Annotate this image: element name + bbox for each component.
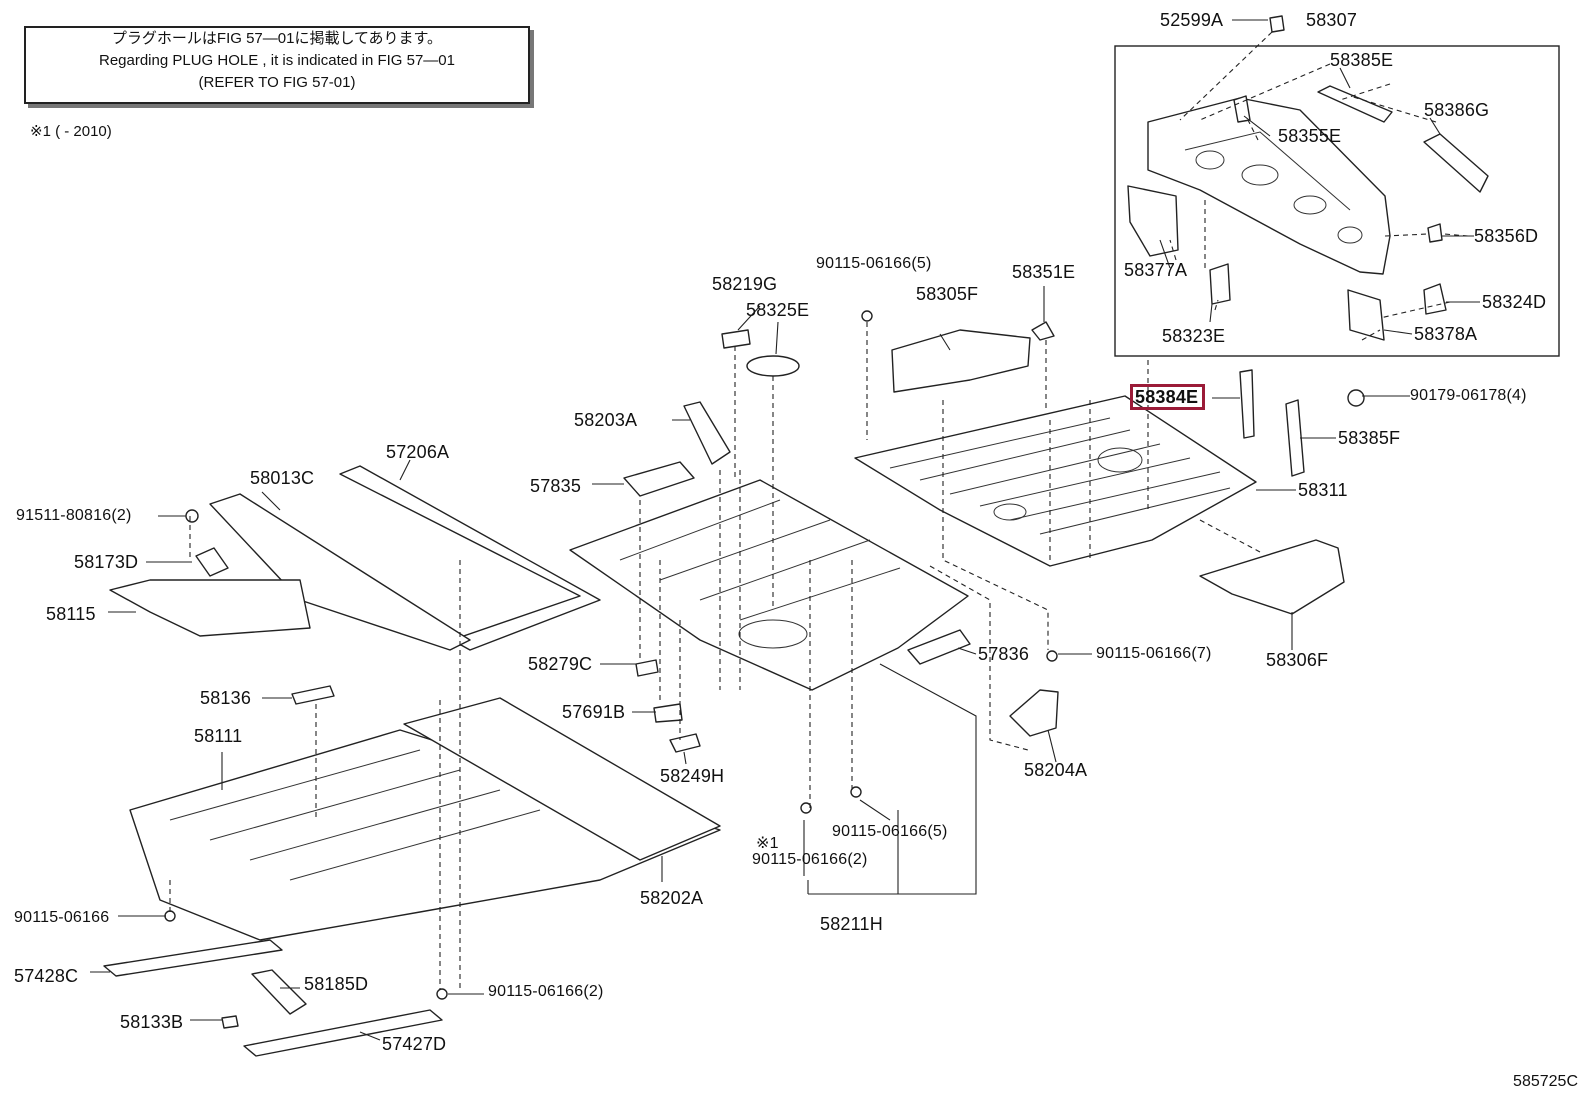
bracket-58385F [1285,399,1305,477]
bracket-58136 [291,685,335,705]
plug-hole-note: プラグホールはFIG 57―01に掲載してあります。 Regarding PLU… [24,26,530,104]
part-label-90115-06166-2-center[interactable]: 90115-06166(2) [752,851,868,868]
part-label-58385F[interactable]: 58385F [1338,428,1401,448]
bracket-58386G [1423,133,1489,193]
part-label-58115[interactable]: 58115 [46,604,96,624]
part-label-58378A[interactable]: 58378A [1414,324,1478,344]
part-label-58136[interactable]: 58136 [200,688,252,708]
bracket-58185D [251,969,307,1015]
part-label-90115-06166-5-bottom[interactable]: 90115-06166(5) [832,823,948,840]
part-label-58211H[interactable]: 58211H [820,914,883,934]
part-label-57206A[interactable]: 57206A [386,442,450,462]
bracket-58324D [1423,283,1447,315]
bolts [164,310,1058,1000]
bracket-58204A [1009,689,1059,737]
rear-panel-inset-frame [1114,45,1560,357]
part-label-58377A[interactable]: 58377A [1124,260,1188,280]
part-label-90115-06166-5-top[interactable]: 90115-06166(5) [816,255,932,272]
clip-58219G [721,329,751,349]
part-label-58249H[interactable]: 58249H [660,766,725,786]
part-label-57427D[interactable]: 57427D [382,1034,447,1054]
part-label-58385E[interactable]: 58385E [1330,50,1394,70]
note-line-english: Regarding PLUG HOLE , it is indicated in… [98,52,455,69]
clip-57691B [653,703,683,723]
part-label-58305F[interactable]: 58305F [916,284,979,304]
inset-leaders [1169,31,1469,341]
part-label-58279C[interactable]: 58279C [528,654,593,674]
part-label-58324D[interactable]: 58324D [1482,292,1547,312]
floor-panel-58202A [403,697,721,861]
part-label-57836[interactable]: 57836 [978,644,1030,664]
part-label-57428C[interactable]: 57428C [14,966,79,986]
part-label-58356D[interactable]: 58356D [1474,226,1539,246]
gusset-58378A [1347,289,1385,341]
part-label-58386G[interactable]: 58386G [1424,100,1490,120]
bracket-58173D [195,547,229,577]
reinforcement-58385E [1317,85,1393,123]
part-label-58204A[interactable]: 58204A [1024,760,1088,780]
part-label-58384E-highlighted[interactable]: 58384E [1130,384,1206,410]
rear-floor-pan-58311 [854,395,1257,567]
note-line-japanese: プラグホールはFIG 57―01に掲載してあります。 [111,30,443,47]
part-label-58173D[interactable]: 58173D [74,552,139,572]
note-line-reference: (REFER TO FIG 57-01) [198,74,356,91]
part-label-58133B[interactable]: 58133B [120,1012,184,1032]
clip-58133B [221,1015,239,1029]
part-label-90115-06166-2-bottom[interactable]: 90115-06166(2) [488,983,604,1000]
part-label-58323E[interactable]: 58323E [1162,326,1226,346]
floor-side-58306F [1199,539,1345,615]
part-label-58325E[interactable]: 58325E [746,300,810,320]
part-label-58355E[interactable]: 58355E [1278,126,1342,146]
part-label-58307[interactable]: 58307 [1306,10,1358,30]
bracket-58203A [683,401,731,465]
part-label-90179-06178[interactable]: 90179-06178(4) [1410,387,1527,404]
reinforcement-57428C [103,939,283,977]
part-label-58111[interactable]: 58111 [194,726,243,746]
bracket-58384E [1239,369,1255,439]
bracket-58323E [1209,263,1231,305]
bracket-57836 [907,629,971,665]
clip-58356D [1427,223,1443,243]
reinforcement-57427D [243,1009,443,1057]
part-label-57691B[interactable]: 57691B [562,702,626,722]
clip-90179 [1347,389,1365,407]
part-label-58013C[interactable]: 58013C [250,468,315,488]
extension-58115 [109,579,311,637]
bolt-91511 [185,509,199,523]
bracket-58351E [1031,321,1055,341]
part-label-90115-06166[interactable]: 90115-06166 [14,909,110,926]
part-label-58311[interactable]: 58311 [1298,480,1348,500]
figure-code: 585725C [1513,1073,1578,1090]
bolt-52599A [1269,15,1285,33]
cover-58305F [891,329,1031,393]
bracket-57835 [623,461,695,497]
center-floor-pan-58211H [569,479,969,691]
footnote-1: ※1 ( - 2010) [30,123,112,140]
part-label-91511-80816[interactable]: 91511-80816(2) [16,507,132,524]
part-label-52599A[interactable]: 52599A [1160,10,1224,30]
part-label-58203A[interactable]: 58203A [574,410,638,430]
footnote-marker-1: ※1 [756,835,779,852]
leader-lines [90,19,1410,1041]
gusset-58377A [1127,185,1179,257]
sill-reinforcement-57206A [339,465,601,651]
plug-58249H [669,733,701,753]
part-label-58185D[interactable]: 58185D [304,974,369,994]
pad-58279C [635,659,659,677]
part-label-58306F[interactable]: 58306F [1266,650,1329,670]
part-label-90115-06166-7[interactable]: 90115-06166(7) [1096,645,1212,662]
part-label-58351E[interactable]: 58351E [1012,262,1076,282]
assembly-dashed-lines [169,322,1261,990]
inset-lead-lines [1159,67,1480,335]
part-label-58219G[interactable]: 58219G [712,274,778,294]
part-label-58202A[interactable]: 58202A [640,888,704,908]
plug-58325E [746,355,800,377]
rear-panel-58307 [1147,97,1391,275]
part-label-57835[interactable]: 57835 [530,476,582,496]
